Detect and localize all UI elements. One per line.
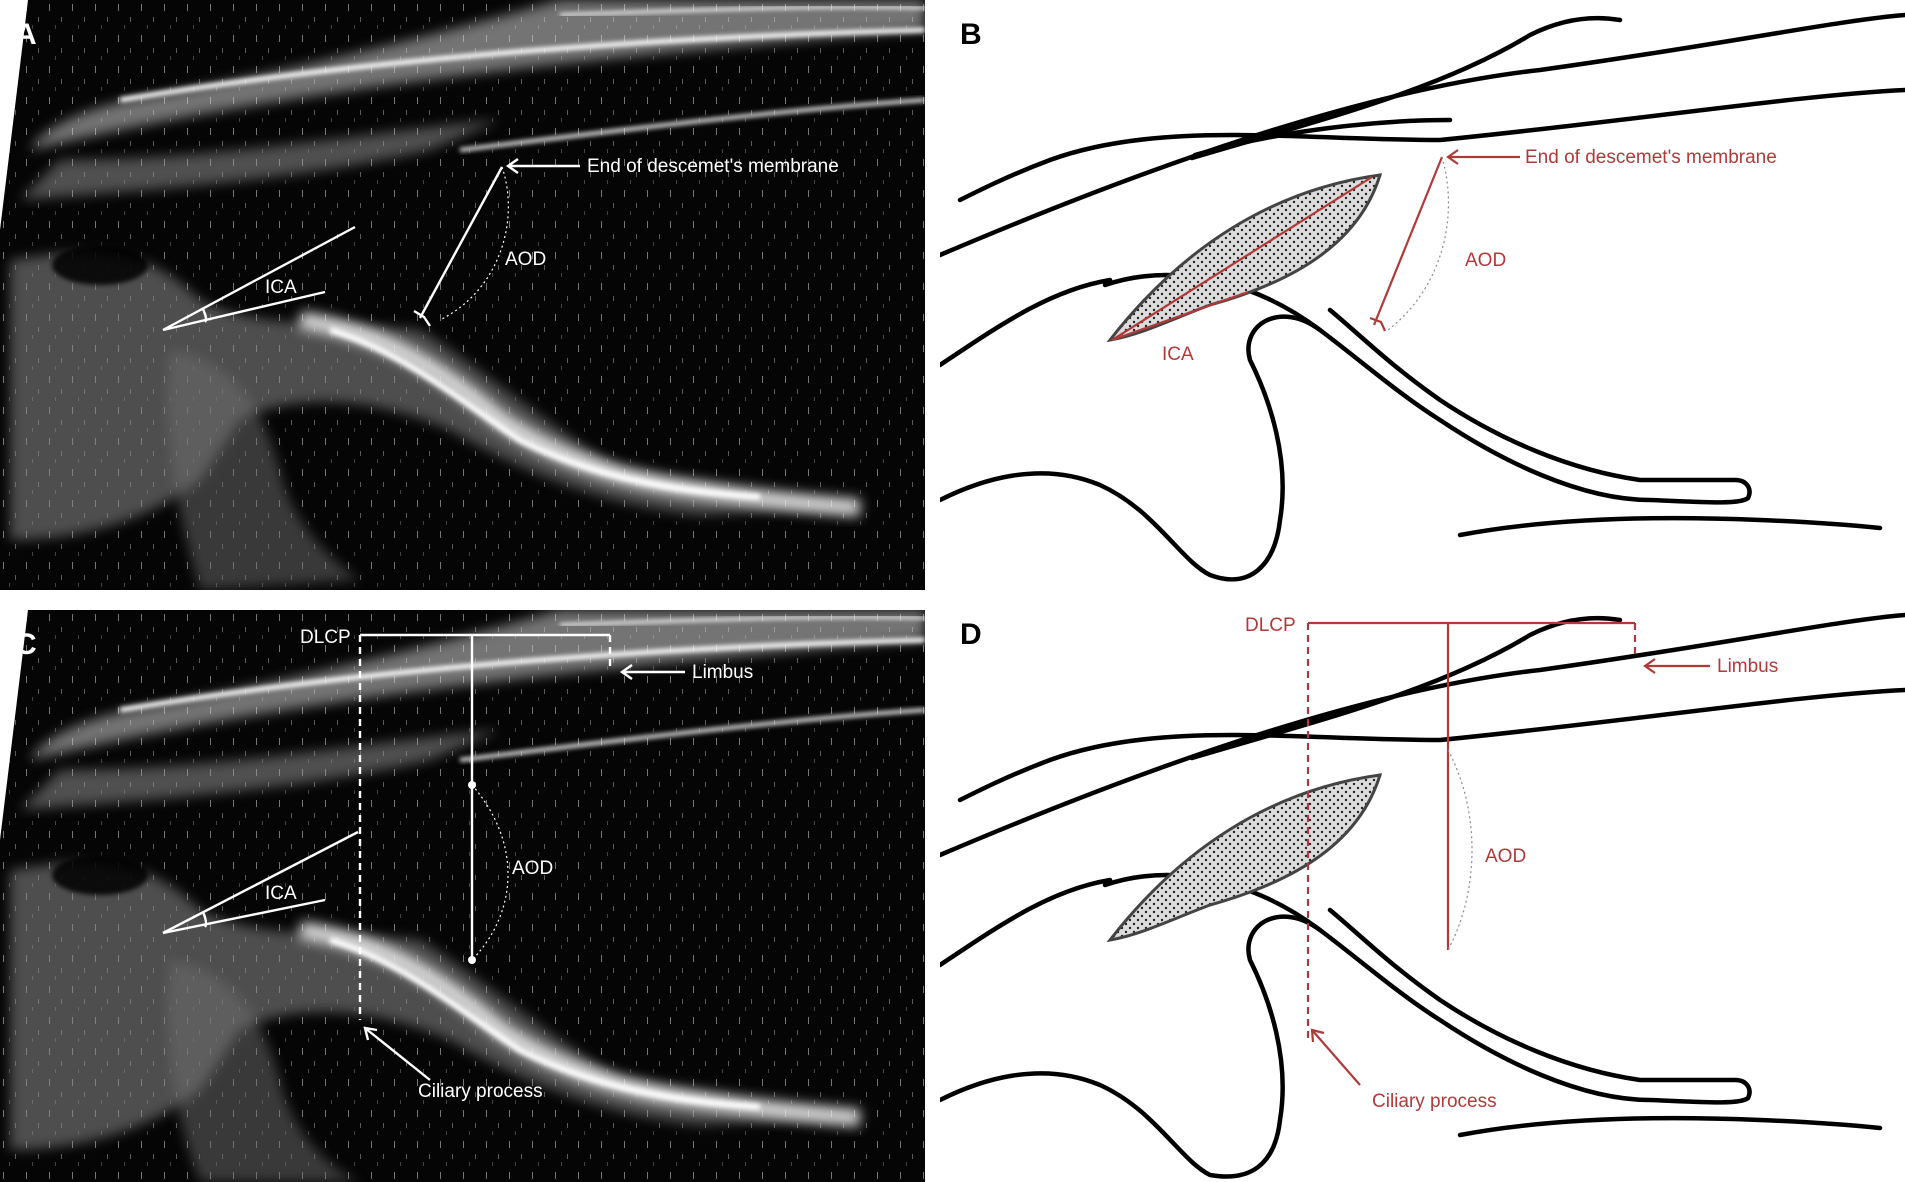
ciliary-label: Ciliary process — [418, 1081, 543, 1102]
ica-angle-lines — [162, 225, 356, 332]
aod-label: AOD — [1485, 846, 1526, 867]
trabecular-meshwork — [1106, 773, 1383, 943]
panel-c-image: C DLCP Limbus AOD ICA Ciliary proc — [0, 610, 925, 1182]
anatomy-outline — [940, 612, 1905, 1179]
panel-d-letter: D — [960, 618, 982, 651]
anatomy-outline — [940, 12, 1905, 582]
panel-a-image: A ICA AOD End of descemet's membrane — [0, 0, 925, 590]
dlcp-bracket — [1306, 621, 1637, 1040]
ica-label: ICA — [265, 277, 297, 298]
descemet-arrow — [505, 158, 580, 174]
panel-c: C DLCP Limbus AOD ICA Ciliary proc — [0, 610, 925, 1182]
limbus-arrow — [619, 664, 685, 680]
panel-a-letter: A — [15, 18, 37, 51]
panel-b-diagram: B ICA — [940, 12, 1905, 582]
limbus-label: Limbus — [692, 662, 753, 683]
panel-a: A ICA AOD End of descemet's membrane — [0, 0, 925, 590]
panel-b-letter: B — [960, 18, 982, 51]
limbus-label: Limbus — [1717, 656, 1778, 677]
ciliary-arrow — [1310, 1028, 1361, 1086]
panel-d: D DLCP Limbus AOD — [940, 610, 1905, 1182]
aod-measure — [1369, 156, 1450, 332]
dlcp-bracket — [358, 633, 612, 1020]
ciliary-arrow — [363, 1026, 431, 1081]
descemet-label: End of descemet's membrane — [587, 156, 839, 177]
panel-d-diagram: D DLCP Limbus AOD — [940, 612, 1905, 1179]
aod-measure — [413, 166, 509, 327]
dlcp-label: DLCP — [300, 627, 351, 648]
aod-label: AOD — [1465, 250, 1506, 271]
aod-label: AOD — [512, 858, 553, 879]
descemet-arrow — [1446, 149, 1520, 165]
ica-label: ICA — [1162, 344, 1194, 365]
ciliary-label: Ciliary process — [1372, 1091, 1497, 1112]
limbus-arrow — [1643, 658, 1710, 674]
aod-label: AOD — [505, 249, 546, 270]
descemet-label: End of descemet's membrane — [1525, 147, 1777, 168]
dlcp-label: DLCP — [1245, 615, 1296, 636]
ica-lines — [1111, 176, 1373, 342]
panel-c-letter: C — [15, 628, 37, 661]
ica-label: ICA — [265, 883, 297, 904]
ica-angle-lines — [162, 830, 359, 935]
panel-b: B ICA — [940, 0, 1905, 590]
